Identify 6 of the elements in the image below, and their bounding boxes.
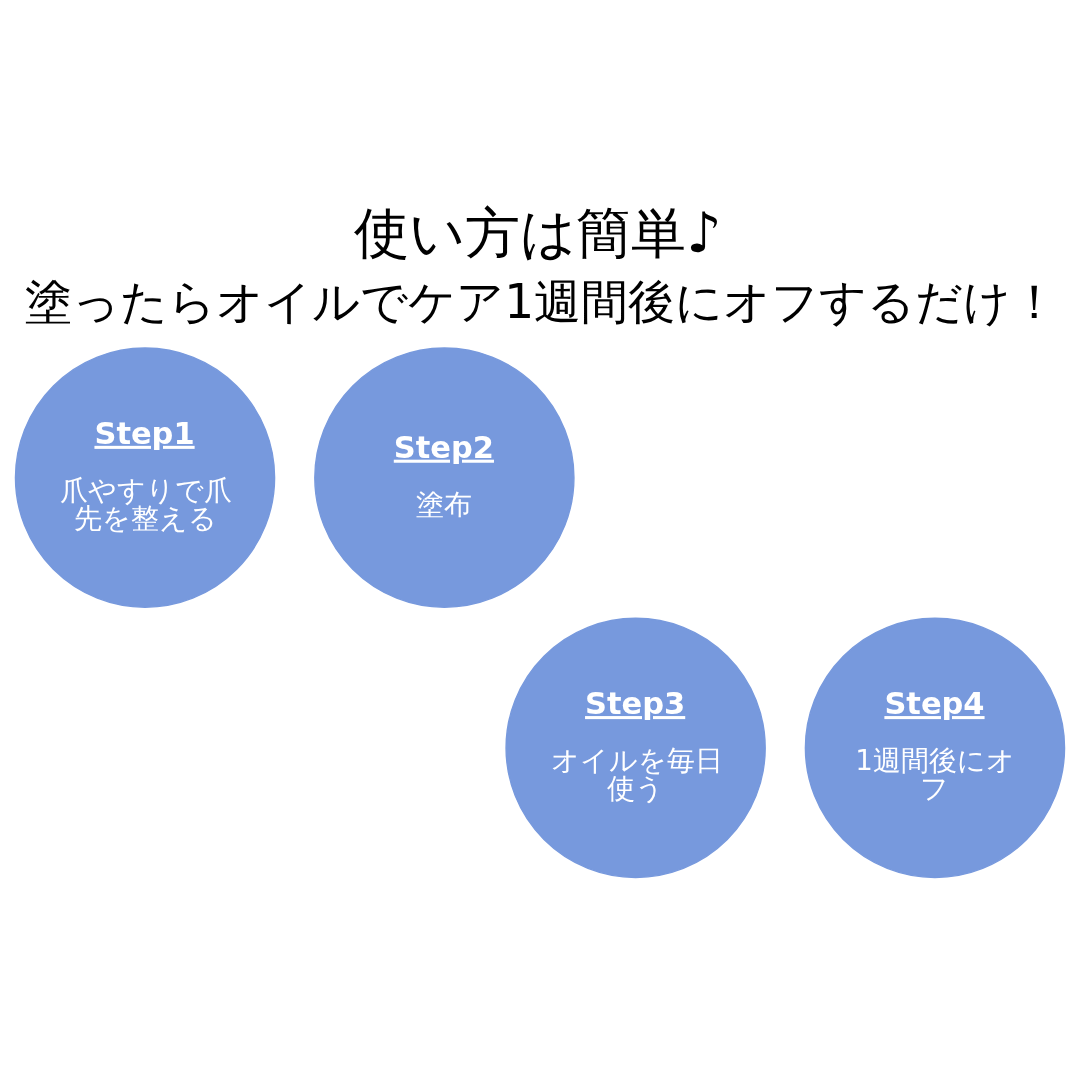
node-circle: Step2 塗布 <box>314 347 575 608</box>
diagram-title: 使い方は簡単♪ <box>354 201 722 266</box>
node-circle: Step3 オイルを毎日使う <box>505 617 766 879</box>
node-circle: Step4 1週間後にオフ <box>804 617 1066 879</box>
label: 塗ったらオイルでケア1週間後にオフするだけ！ <box>25 273 1059 329</box>
node-circle: Step1 爪やすりで爪先を整える <box>14 347 276 608</box>
